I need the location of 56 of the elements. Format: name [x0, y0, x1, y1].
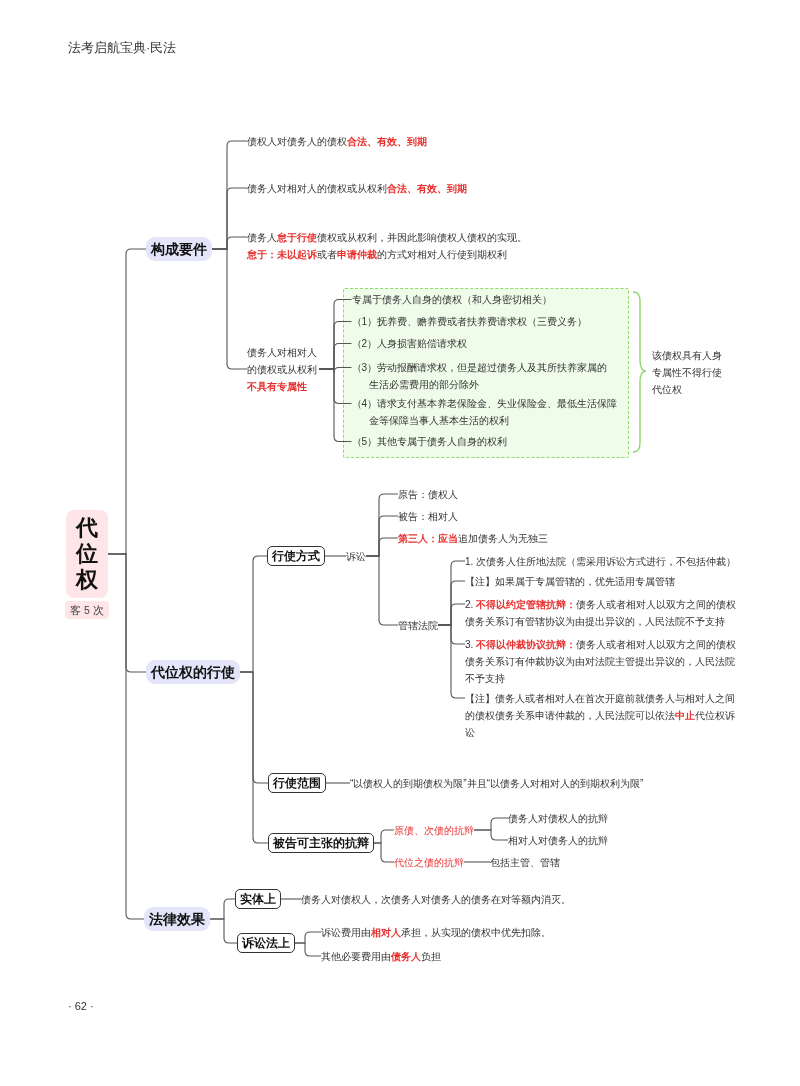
branch-text: 债务人对相对人的债权或从权利合法、有效、到期 [247, 179, 467, 197]
branch-text: 管辖法院 [398, 616, 438, 634]
branch-text: 1. 次债务人住所地法院（需采用诉讼方式进行，不包括仲裁） [465, 552, 737, 570]
connector-line [239, 671, 269, 844]
branch-text: （1）抚养费、赡养费或者扶养费请求权（三费义务） [351, 313, 588, 330]
connector-line [318, 368, 353, 443]
connector-line [373, 842, 395, 863]
branch-text: “以债权人的到期债权为限”并且“以债务人对相对人的到期权利为限” [350, 774, 644, 792]
branch-text: （4）请求支付基本养老保险金、失业保险金、最低生活保障金等保障当事人基本生活的权利 [351, 395, 623, 429]
subtopic-box: 诉讼法上 [237, 933, 295, 953]
branch-text: 诉讼费用由相对人承担，从实现的债权中优先扣除。 [321, 923, 551, 941]
side-note: 该债权具有人身专属性不得行使代位权 [652, 348, 723, 397]
branch-text: 债务人对债权人，次债务人对债务人的债务在对等额内消灭。 [301, 890, 571, 908]
branch-text: 被告：相对人 [398, 507, 458, 525]
page-number: · 62 · [68, 998, 94, 1014]
subtopic-box: 行使范围 [268, 773, 326, 793]
connector-line [280, 898, 302, 900]
topic-box: 法律效果 [144, 907, 210, 931]
connector-line [211, 248, 248, 370]
branch-text: 3. 不得以仲裁协议抗辩：债务人或者相对人以双方之间的债权债务关系订有仲裁协议为由对法院主管提出异议的，人民法院不予支持 [465, 635, 742, 687]
branch-text: 怠于：未以起诉或者申请仲裁的方式对相对人行使到期权利 [247, 247, 508, 262]
connector-line [107, 553, 145, 920]
connector-line [473, 829, 509, 841]
branch-text: 代位之债的抗辩 [394, 853, 464, 871]
branch-text: 2. 不得以约定管辖抗辩：债务人或者相对人以双方之间的债权债务关系订有管辖协议为由提出异议的，人民法院不予支持 [465, 595, 742, 630]
subtopic-box: 行使方式 [267, 546, 325, 566]
connector-line [294, 942, 322, 957]
branch-text: 包括主管、管辖 [490, 853, 560, 871]
connector-line [325, 782, 351, 784]
running-header: 法考启航宝典·民法 [68, 39, 177, 57]
connector-line [324, 555, 347, 557]
branch-text: 债务人对相对人的债权或从权利不具有专属性 [247, 343, 319, 395]
topic-box: 构成要件 [146, 237, 212, 261]
branch-text: 【注】债务人或者相对人在首次开庭前就债务人与相对人之间的债权债务关系申请仲裁的，人民法院可以依法中止代位权诉讼 [465, 689, 742, 741]
branch-text: 【注】如果属于专属管辖的，优先适用专属管辖 [465, 572, 675, 590]
topic-box: 代位权的行使 [146, 660, 240, 684]
branch-text: 原告：债权人 [398, 485, 458, 503]
branch-text: 债务人怠于行使债权或从权利，并因此影响债权人债权的实现。 [247, 230, 527, 245]
branch-text: （5）其他专属于债务人自身的权利 [351, 433, 508, 450]
subtopic-box: 实体上 [235, 889, 281, 909]
branch-text: 专属于债务人自身的债权（和人身密切相关） [351, 291, 552, 308]
branch-text: 第三人：应当追加债务人为无独三 [398, 529, 548, 547]
branch-text: 诉讼 [346, 547, 366, 565]
branch-text: 债务人对债权人的抗辩 [508, 809, 608, 827]
branch-text: 其他必要费用由债务人负担 [321, 947, 441, 965]
branch-text: （3）劳动报酬请求权，但是超过债务人及其所扶养家属的生活必需费用的部分除外 [351, 359, 613, 393]
subtopic-box: 被告可主张的抗辩 [268, 833, 374, 853]
branch-text: 原债、次债的抗辩 [394, 821, 474, 839]
branch-text: （2）人身损害赔偿请求权 [351, 335, 468, 352]
dashed-group-box [343, 288, 629, 458]
branch-text: 债权人对债务人的债权合法、有效、到期 [247, 132, 427, 150]
connector-line [463, 861, 491, 863]
frequency-tag: 客 5 次 [65, 601, 109, 619]
root-topic-box: 代位权 [66, 510, 108, 598]
connector-line [365, 555, 399, 626]
branch-text: 相对人对债务人的抗辩 [508, 831, 608, 849]
